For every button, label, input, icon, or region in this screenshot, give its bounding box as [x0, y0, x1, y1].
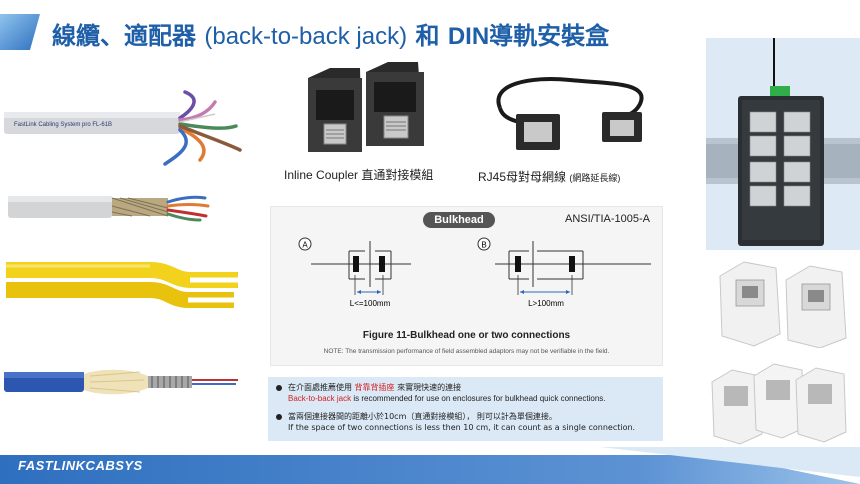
armored-fiber-cable-image — [4, 369, 238, 395]
standard-label: ANSI/TIA-1005-A — [565, 213, 650, 225]
figure-note: NOTE: The transmission performance of fi… — [323, 348, 610, 355]
page-title: 線纜、適配器 (back-to-back jack) 和 DIN導軌安裝盒 — [52, 22, 610, 50]
inline-coupler-image — [308, 62, 424, 152]
rj45-extension-cable-image — [496, 77, 644, 150]
marker-a: A — [302, 241, 308, 250]
extension-caption: RJ45母對母網線 (網路延長線) — [478, 170, 621, 184]
utp-cable-image: FastLink Cabling System pro FL-61B — [4, 90, 242, 166]
figure-caption: Figure 11-Bulkhead one or two connection… — [362, 330, 571, 341]
din-switch-image — [706, 38, 860, 250]
shielded-cable-image — [8, 195, 210, 222]
distance-b-label: L>100mm — [528, 299, 564, 308]
bulkhead-figure: Bulkhead ANSI/TIA-1005-A A B L<=100mm — [270, 206, 663, 366]
note-line-3: 當兩個連接器間的距離小於10cm（直通對接模組）， 則可以計為單個連接。 — [288, 412, 557, 421]
footer-bar — [0, 447, 860, 484]
note-line-2: Back-to-back jack is recommended for use… — [288, 394, 606, 403]
din-box-group-image — [711, 363, 847, 445]
footer-brand: FASTLINKCABSYS — [18, 458, 143, 473]
bulkhead-diagram: A B L<=100mm — [298, 237, 651, 308]
bullet-2 — [276, 414, 282, 420]
diagram-a: L<=100mm — [311, 241, 411, 308]
bulkhead-label: Bulkhead — [423, 212, 495, 228]
marker-b: B — [481, 241, 486, 250]
diagram-b: L>100mm — [495, 241, 651, 308]
duplex-fiber-cable-image — [6, 262, 238, 308]
coupler-caption: Inline Coupler 直通對接模組 — [284, 168, 434, 182]
note-line-4: If the space of two connections is less … — [288, 423, 636, 432]
note-line-1: 在介面處推薦使用 背靠背插座 來實現快速的連接 — [288, 383, 462, 392]
title-accent-shape — [0, 14, 40, 50]
distance-a-label: L<=100mm — [350, 299, 391, 308]
cable-print-text: FastLink Cabling System pro FL-61B — [14, 122, 112, 128]
din-box-single-image — [719, 261, 847, 348]
notes-box: 在介面處推薦使用 背靠背插座 來實現快速的連接 Back-to-back jac… — [268, 377, 663, 441]
bullet-1 — [276, 385, 282, 391]
